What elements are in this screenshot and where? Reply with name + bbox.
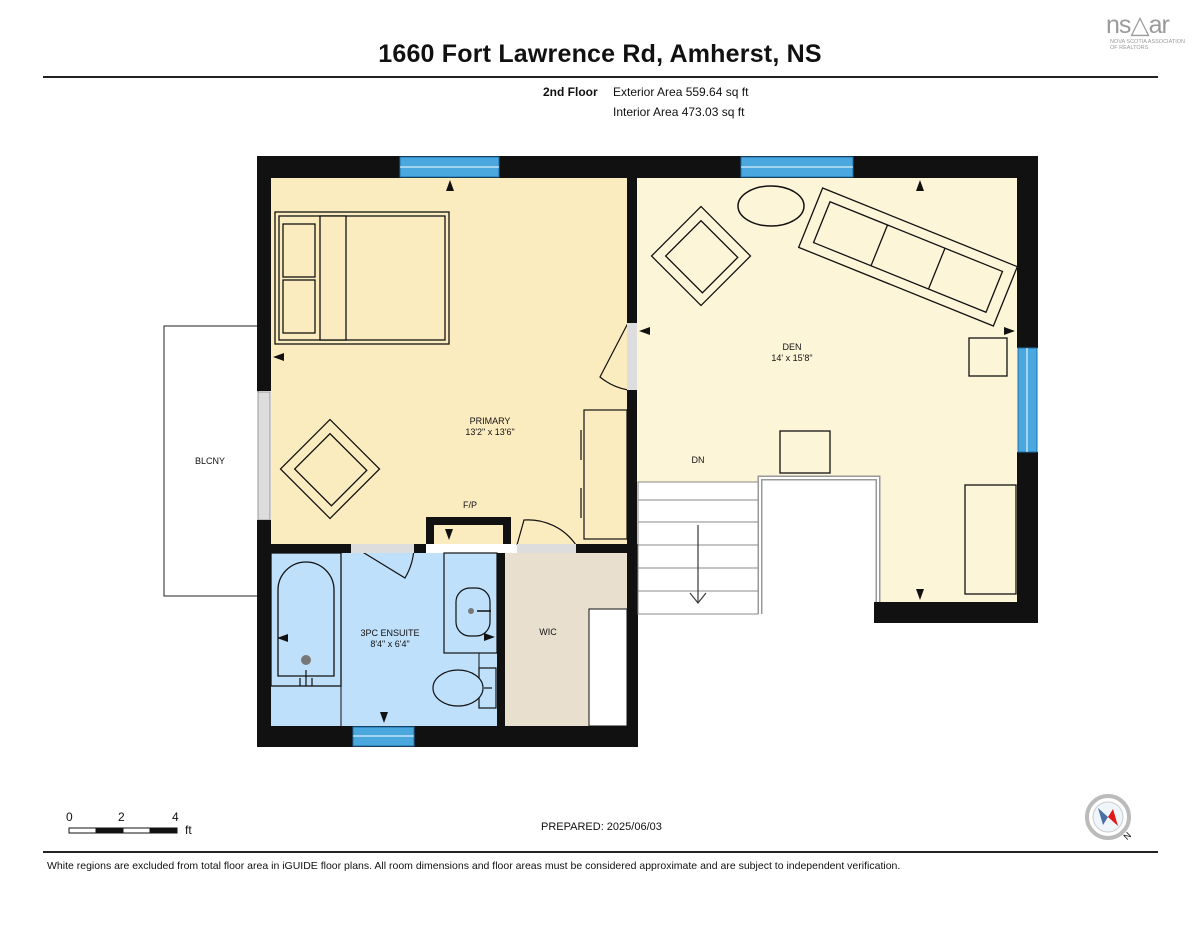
room-label-den: DEN 14' x 15'8"	[752, 342, 832, 364]
footer-rule	[43, 851, 1158, 853]
scale-tick-4: 4	[172, 810, 179, 824]
side-tables	[779, 337, 1017, 595]
armchair-den	[650, 205, 752, 307]
page-title: 1660 Fort Lawrence Rd, Amherst, NS	[378, 40, 822, 68]
stair-direction-arrow	[689, 525, 707, 605]
primary-name: PRIMARY	[469, 416, 511, 426]
ensuite-name: 3PC ENSUITE	[360, 628, 420, 638]
logo-text: ns△ar	[1106, 11, 1170, 39]
prepared-date: PREPARED: 2025/06/03	[541, 821, 662, 833]
scale-tick-2: 2	[118, 810, 125, 824]
header-rule	[43, 76, 1158, 78]
primary-dims: 13'2" x 13'6"	[465, 427, 515, 437]
sofa	[797, 187, 1019, 327]
logo-subtext: NOVA SCOTIA ASSOCIATION OF REALTORS	[1110, 39, 1185, 51]
floor-name: 2nd Floor	[543, 85, 598, 99]
toilet	[432, 667, 497, 709]
stair-cutout	[760, 478, 878, 604]
compass-icon	[1085, 794, 1131, 840]
balcony-door	[257, 391, 271, 521]
armchair-primary	[279, 418, 381, 520]
room-label-wic: WIC	[539, 627, 557, 637]
footnote: White regions are excluded from total fl…	[47, 860, 901, 872]
room-label-primary: PRIMARY 13'2" x 13'6"	[450, 416, 530, 438]
scale-unit: ft	[185, 823, 192, 837]
fireplace-label: F/P	[462, 500, 477, 510]
bathtub	[270, 552, 342, 687]
stairs-label: DN	[691, 455, 705, 465]
dresser	[580, 409, 628, 540]
wic-shelf	[588, 608, 628, 727]
den-dims: 14' x 15'8"	[771, 353, 813, 363]
realtors-logo: ns△ar NOVA SCOTIA ASSOCIATION OF REALTOR…	[1106, 10, 1194, 56]
exterior-area: Exterior Area 559.64 sq ft	[613, 85, 749, 99]
room-label-balcony: BLCNY	[194, 456, 225, 466]
scale-bar	[68, 827, 178, 834]
interior-area: Interior Area 473.03 sq ft	[613, 105, 745, 119]
scale-tick-0: 0	[66, 810, 73, 824]
tub-drain	[301, 655, 311, 665]
ensuite-dims: 8'4" x 6'4"	[370, 639, 410, 649]
room-label-ensuite: 3PC ENSUITE 8'4" x 6'4"	[350, 628, 430, 650]
photo-markers	[273, 180, 1015, 723]
bed	[274, 211, 450, 345]
den-name: DEN	[782, 342, 802, 352]
coffee-table	[737, 185, 805, 227]
